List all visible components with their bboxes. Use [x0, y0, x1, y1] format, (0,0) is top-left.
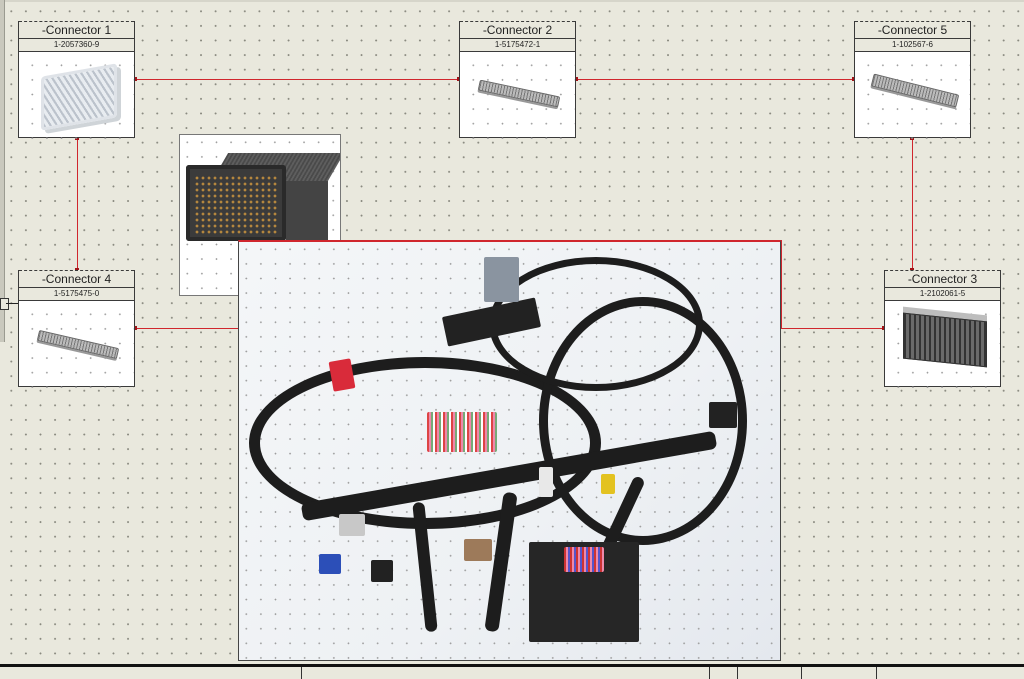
title-block-cell — [709, 667, 710, 679]
title-block-cell — [737, 667, 738, 679]
grey-connector — [484, 257, 519, 302]
cage-connector-icon — [41, 63, 117, 131]
connector-5[interactable]: -Connector 5 1-102567-6 — [854, 21, 971, 139]
tan-connector — [464, 539, 492, 561]
yellow-band — [601, 474, 615, 494]
blue-connector — [319, 554, 341, 574]
pin-array — [194, 175, 278, 235]
black-connector — [709, 402, 737, 428]
title-block-cell — [801, 667, 802, 679]
wire-node — [133, 77, 137, 81]
wire-c5-c3[interactable] — [912, 138, 913, 270]
wire-c1-c4[interactable] — [77, 138, 78, 270]
connector-part-number: 1-2057360-9 — [19, 39, 134, 52]
wire-c4-harness[interactable] — [135, 328, 239, 329]
ruler-marker — [0, 298, 9, 310]
title-block-cell — [876, 667, 877, 679]
edge-connector-icon — [477, 79, 561, 108]
wire-node — [574, 77, 578, 81]
connector-title: -Connector 5 — [855, 21, 970, 39]
white-connector — [539, 467, 553, 497]
connector-2[interactable]: -Connector 2 1-5175472-1 — [459, 21, 576, 139]
wire-c2-c5[interactable] — [576, 79, 854, 80]
wire-node — [133, 326, 137, 330]
connector-image — [885, 301, 1000, 388]
connector-image — [19, 301, 134, 388]
connector-part-number: 1-5175475-0 — [19, 288, 134, 301]
top-border — [0, 0, 1024, 2]
harness-photo[interactable] — [238, 240, 781, 661]
wire-harness-edge — [781, 240, 782, 329]
wire-bundle — [564, 547, 604, 572]
block-connector-icon — [903, 312, 987, 368]
connector-part-number: 1-102567-6 — [855, 39, 970, 52]
title-block-cell — [301, 667, 302, 679]
connector-image — [855, 52, 970, 139]
connector-part-number: 1-5175472-1 — [460, 39, 575, 52]
connector-1[interactable]: -Connector 1 1-2057360-9 — [18, 21, 135, 139]
wire-harness-c3[interactable] — [781, 328, 884, 329]
wire-c1-c2[interactable] — [135, 79, 459, 80]
edge-connector-icon — [36, 329, 120, 360]
wire-bundle — [427, 412, 497, 452]
connector-title: -Connector 3 — [885, 270, 1000, 288]
connector-image — [19, 52, 134, 139]
white-connector — [339, 514, 365, 536]
black-connector — [371, 560, 393, 582]
connector-3[interactable]: -Connector 3 1-2102061-5 — [884, 270, 1001, 388]
connector-title: -Connector 4 — [19, 270, 134, 288]
connector-part-number: 1-2102061-5 — [885, 288, 1000, 301]
connector-image — [460, 52, 575, 139]
drawing-title-block — [0, 664, 1024, 679]
connector-title: -Connector 2 — [460, 21, 575, 39]
left-scroll-edge[interactable] — [0, 0, 9, 342]
connector-title: -Connector 1 — [19, 21, 134, 39]
connector-4[interactable]: -Connector 4 1-5175475-0 — [18, 270, 135, 388]
edge-connector-icon — [870, 73, 960, 108]
